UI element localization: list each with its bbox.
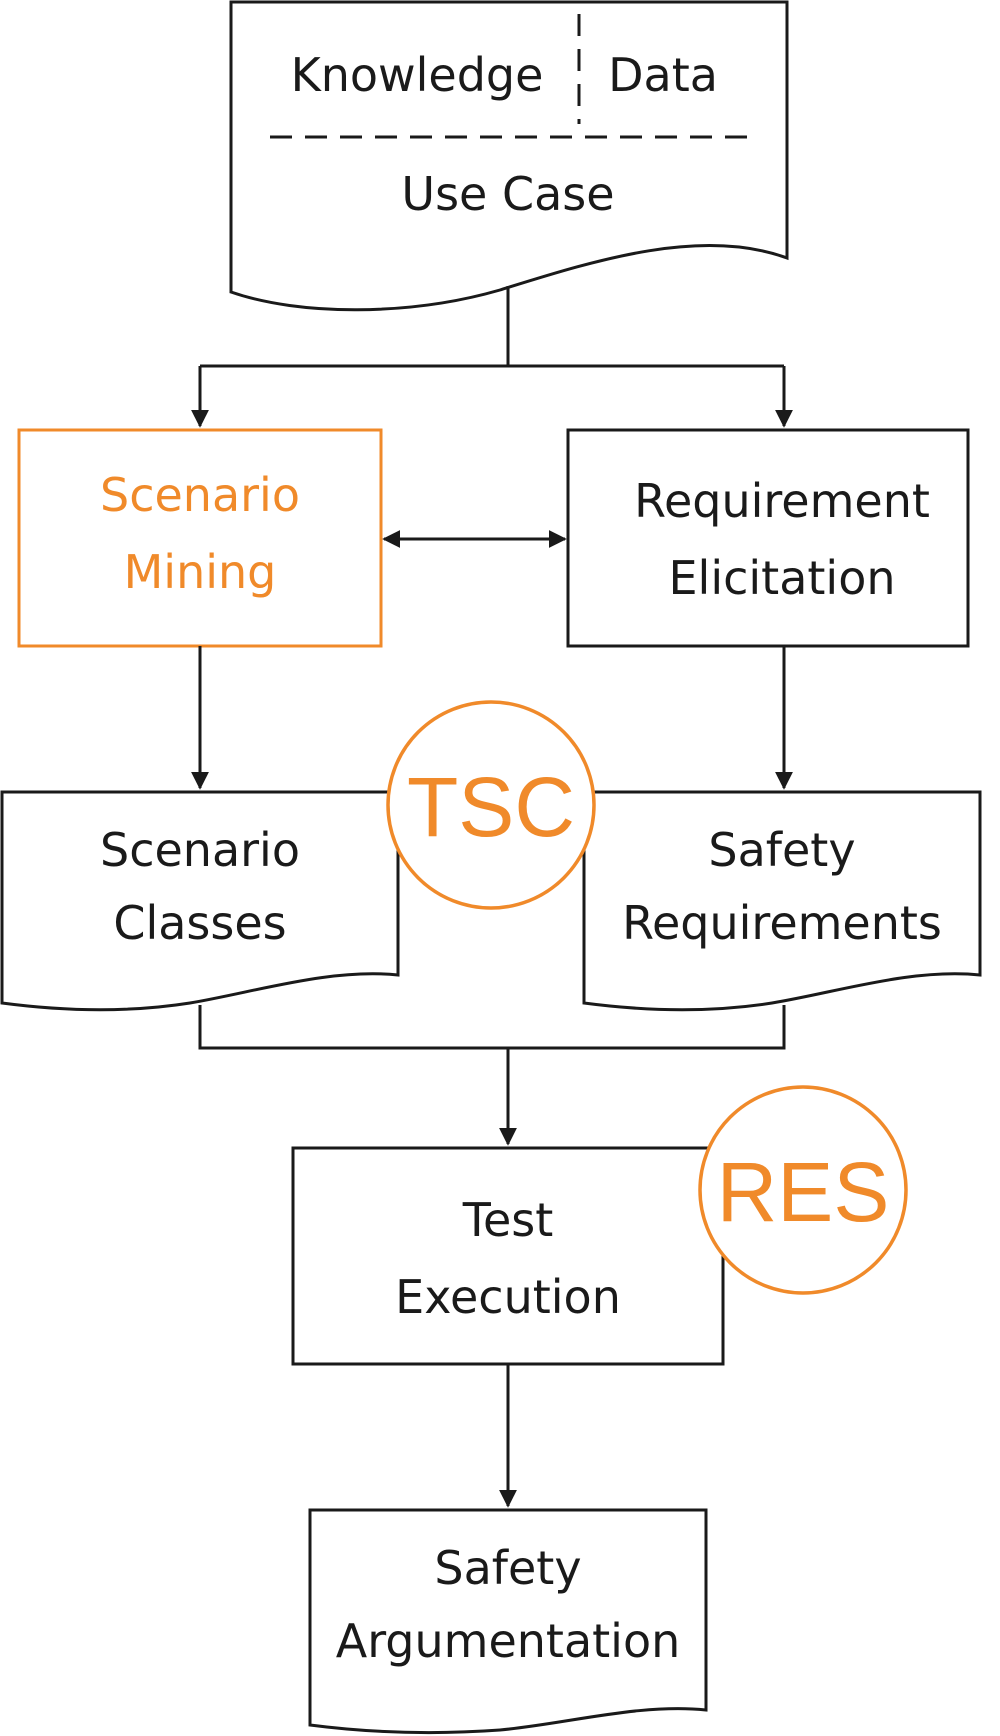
requirement-elicitation-rect — [566, 428, 970, 648]
data-label: Data — [608, 48, 718, 102]
scenario-mining-label-line1: Scenario — [100, 468, 300, 522]
safety-requirements-shape — [582, 790, 982, 1012]
scenario-mining-label-line2: Mining — [124, 545, 277, 599]
tsc-badge: TSC — [386, 700, 596, 910]
safety-requirements-document: Safety Requirements — [582, 790, 982, 1012]
scenario-classes-label-line2: Classes — [113, 896, 286, 950]
res-badge-label: RES — [717, 1145, 890, 1239]
scenario-classes-shape — [0, 790, 400, 1012]
test-execution-box: Test Execution — [291, 1146, 725, 1366]
res-badge-ring — [698, 1085, 908, 1295]
requirement-elicitation-label-line1: Requirement — [634, 474, 930, 528]
safety-requirements-label-line1: Safety — [708, 823, 855, 877]
safety-requirements-label-line2: Requirements — [622, 896, 942, 950]
test-execution-label-line1: Test — [462, 1193, 554, 1247]
scenario-classes-document: Scenario Classes — [0, 790, 400, 1012]
tsc-badge-label: TSC — [407, 760, 575, 854]
res-badge: RES — [698, 1085, 908, 1295]
knowledge-label: Knowledge — [291, 48, 544, 102]
test-execution-rect — [291, 1146, 725, 1366]
test-execution-label-line2: Execution — [395, 1270, 621, 1324]
requirement-elicitation-label-line2: Elicitation — [668, 551, 895, 605]
safety-argumentation-document: Safety Argumentation — [308, 1508, 708, 1734]
input-document: Knowledge Data Use Case — [229, 0, 789, 312]
scenario-mining-box: Scenario Mining — [17, 428, 383, 648]
requirement-elicitation-box: Requirement Elicitation — [566, 428, 970, 648]
use-case-label: Use Case — [401, 167, 614, 221]
safety-argumentation-label-line1: Safety — [434, 1541, 581, 1595]
safety-argumentation-label-line2: Argumentation — [336, 1614, 681, 1668]
merge-connector — [198, 1005, 786, 1146]
split-connector — [191, 286, 793, 428]
scenario-classes-label-line1: Scenario — [100, 823, 300, 877]
input-document-shape — [229, 0, 789, 312]
merge-bar-line — [198, 1005, 786, 1050]
tsc-badge-ring — [386, 700, 596, 910]
safety-argumentation-shape — [308, 1508, 708, 1734]
scenario-mining-rect — [17, 428, 383, 648]
